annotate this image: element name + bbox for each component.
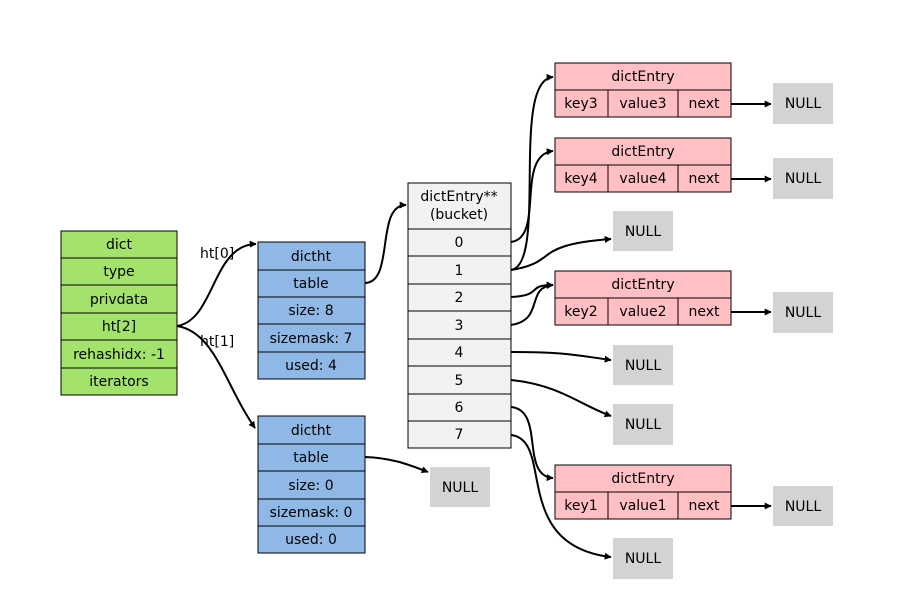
null-box-dictht-1-table: NULL	[430, 467, 490, 507]
bucket-slot-3: 3	[455, 318, 464, 334]
null-box-key4-next: NULL	[773, 158, 833, 199]
edge-slot4-to-null	[510, 351, 612, 363]
entry-value: value3	[619, 96, 666, 112]
null-box-key3-next: NULL	[773, 83, 833, 124]
dictht-1: dictht table size: 0 sizemask: 0 used: 0	[257, 415, 366, 554]
edge-slot5-to-null	[510, 379, 612, 418]
bucket-slot-6: 6	[455, 400, 464, 416]
edge-slot3-to-key2	[510, 281, 554, 326]
bucket-slot-5: 5	[455, 373, 464, 389]
bucket-slot-2: 2	[455, 290, 464, 306]
null-box-slot-7: NULL	[613, 538, 673, 579]
dict-entry-key4: dictEntry key4 value4 next	[554, 137, 732, 193]
dict-iterators-field: iterators	[89, 374, 148, 390]
entry-key: key1	[564, 498, 597, 514]
entry-key: key3	[564, 96, 597, 112]
edge-ht0-to-dictht0	[176, 240, 257, 327]
edge-slot1-to-key3	[510, 73, 554, 271]
entry-value: value2	[619, 304, 666, 320]
bucket-header-label: (bucket)	[430, 207, 488, 223]
entry-value: value4	[619, 171, 666, 187]
dictht-1-title: dictht	[291, 423, 332, 439]
edge-slot6-to-key1	[510, 406, 554, 482]
null-label: NULL	[785, 499, 822, 515]
dict-entry-key1: dictEntry key1 value1 next	[554, 464, 732, 520]
entry-next: next	[688, 96, 720, 112]
bucket-slot-7: 7	[455, 427, 464, 443]
bucket-slot-4: 4	[455, 345, 464, 361]
null-label: NULL	[785, 171, 822, 187]
null-box-slot-5: NULL	[613, 404, 673, 445]
edge-table1-to-null	[364, 456, 429, 473]
null-label: NULL	[785, 305, 822, 321]
dict-struct: dict type privdata ht[2] rehashidx: -1 i…	[60, 230, 178, 396]
null-label: NULL	[625, 551, 662, 567]
null-box-slot-1: NULL	[613, 211, 673, 251]
edges	[176, 73, 772, 560]
dictht-0: dictht table size: 8 sizemask: 7 used: 4	[257, 241, 366, 380]
edge-label-ht0: ht[0]	[200, 246, 234, 262]
dict-title: dict	[106, 237, 132, 253]
bucket-header-type: dictEntry**	[420, 189, 497, 205]
edge-ht1-to-dictht1	[176, 325, 256, 429]
dict-rehashidx-field: rehashidx: -1	[73, 347, 165, 363]
null-label: NULL	[785, 96, 822, 112]
dict-entry-key3: dictEntry key3 value3 next	[554, 62, 732, 118]
null-box-key2-next: NULL	[773, 292, 833, 333]
edge-slot1-to-null	[510, 235, 612, 271]
null-box-slot-4: NULL	[613, 345, 673, 385]
edge-slot7-to-null	[510, 434, 612, 560]
entry-title: dictEntry	[611, 277, 674, 293]
null-box-key1-next: NULL	[773, 486, 833, 526]
entry-next: next	[688, 498, 720, 514]
entry-key: key2	[564, 304, 597, 320]
entry-key: key4	[564, 171, 598, 187]
edge-slot2-to-key2	[510, 281, 554, 298]
dictht-1-sizemask-field: sizemask: 0	[270, 505, 353, 521]
bucket-slot-0: 0	[455, 235, 464, 251]
dictht-0-size-field: size: 8	[288, 303, 333, 319]
null-label: NULL	[625, 358, 662, 374]
null-label: NULL	[625, 224, 662, 240]
entry-title: dictEntry	[611, 471, 674, 487]
dictht-0-used-field: used: 4	[285, 358, 337, 374]
dict-entry-key2: dictEntry key2 value2 next	[554, 270, 732, 326]
null-boxes: NULL NULL NULL NULL NULL NULL NULL NULL	[430, 83, 833, 579]
dictht-0-sizemask-field: sizemask: 7	[270, 331, 353, 347]
dict-ht-field: ht[2]	[102, 319, 136, 335]
dictht-0-table-field: table	[293, 276, 328, 292]
entry-value: value1	[619, 498, 666, 514]
entry-title: dictEntry	[611, 144, 674, 160]
entry-next: next	[688, 304, 720, 320]
entry-title: dictEntry	[611, 69, 674, 85]
bucket-slot-1: 1	[455, 263, 464, 279]
null-label: NULL	[625, 417, 662, 433]
null-label: NULL	[442, 480, 479, 496]
edge-table0-to-bucket	[364, 201, 407, 284]
dict-privdata-field: privdata	[90, 292, 148, 308]
dictht-0-title: dictht	[291, 249, 332, 265]
dict-type-field: type	[103, 264, 134, 280]
bucket-array: dictEntry** (bucket) 0 1 2 3 4 5 6 7	[407, 182, 512, 449]
entry-next: next	[688, 171, 720, 187]
dictht-1-size-field: size: 0	[288, 478, 333, 494]
dictht-1-table-field: table	[293, 450, 328, 466]
dictht-1-used-field: used: 0	[285, 532, 337, 548]
edge-slot0-to-key4	[510, 148, 554, 243]
